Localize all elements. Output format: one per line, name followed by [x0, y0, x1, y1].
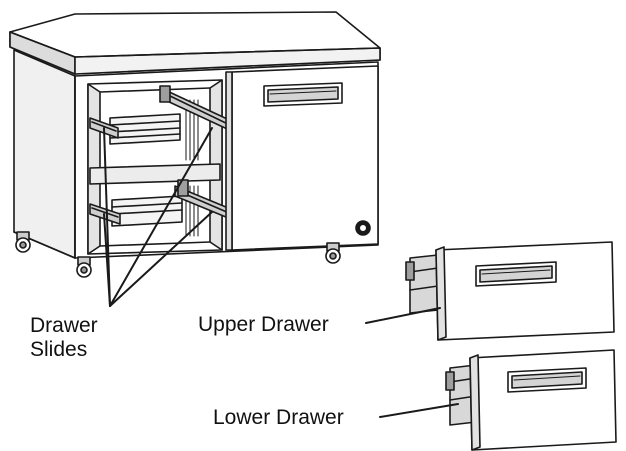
caster-front-right — [325, 242, 341, 264]
caster-front-left — [15, 231, 31, 253]
lower-drawer — [445, 349, 617, 451]
lower-drawer-label: Lower Drawer — [213, 406, 344, 429]
upper-drawer — [405, 241, 615, 341]
refrigerator-door — [225, 65, 379, 251]
drawer-slides-leader-lines — [103, 127, 213, 307]
logo-badge-icon — [355, 220, 371, 236]
door-handle — [263, 82, 343, 107]
lower-drawer-handle — [507, 367, 587, 393]
drawer-slides-label-line1: Drawer — [30, 314, 98, 337]
drawer-slides-label-line2: Slides — [30, 338, 88, 361]
countertop — [9, 11, 381, 75]
lower-drawer-leader-line — [379, 403, 459, 418]
caster-front-middle — [76, 256, 92, 278]
upper-drawer-handle — [475, 261, 557, 287]
upper-drawer-leader-line — [365, 307, 441, 324]
upper-drawer-label: Upper Drawer — [198, 313, 329, 336]
